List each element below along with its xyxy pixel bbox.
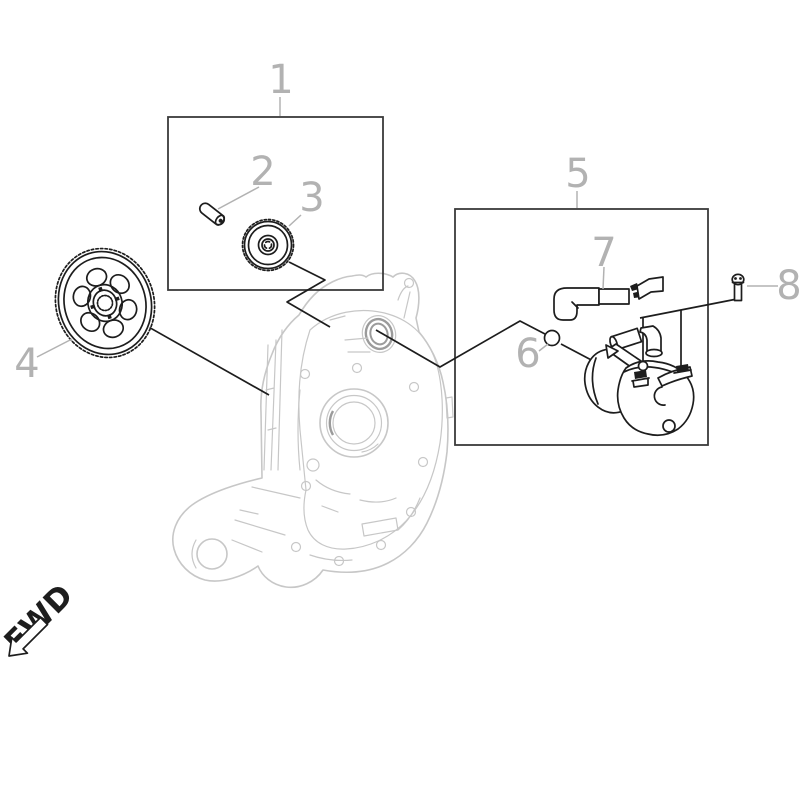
callout-7: 7 [591,230,616,276]
fwd-arrow-icon [8,616,49,657]
callout-3: 3 [299,175,324,221]
bolt-shaft [733,283,743,302]
hose-part [553,276,664,321]
driven-gear-part [54,247,156,359]
engine-case-ghost [172,272,454,589]
callout-1: 1 [268,57,293,103]
pump-gear-part [241,218,295,272]
gear4-hub [87,283,123,323]
callout-2: 2 [250,149,275,195]
pump-bolt-left [634,370,647,379]
pump-cover-crescent [653,386,666,406]
engine-main-bore-outer [319,388,389,458]
leader-line-engine-to-oring [375,320,546,368]
hose-middle-tube [598,288,630,305]
detail-box-1 [167,116,384,291]
hose-elbow [553,287,600,321]
pump-drain-boss [662,419,676,433]
o-ring-part [543,329,561,347]
engine-snout-hole [196,538,228,570]
callout-leader-lines [36,97,778,358]
water-pump-part [583,325,695,437]
callout-4: 4 [14,341,39,387]
fwd-indicator: FWD [0,578,80,661]
hose-end-tube [636,276,664,300]
engine-case-outline [172,272,449,589]
bolt-part [731,273,745,302]
engine-ear-hole [403,277,415,289]
leader-line-bolt8 [639,298,738,319]
callout-8: 8 [776,263,800,309]
pin-part [198,202,226,226]
engine-bolt-holes [290,362,429,567]
callout-5: 5 [565,151,590,197]
engine-pump-opening [361,315,397,353]
gear4-teeth [54,247,156,359]
callout-6: 6 [515,331,540,377]
detail-box-5 [454,208,709,446]
pump-bolt-right [676,364,689,372]
gear3-hub [257,234,279,256]
pump-stud-hole [637,360,649,372]
gear3-teeth [241,218,295,272]
leader-line-box1-to-engine [282,258,331,328]
